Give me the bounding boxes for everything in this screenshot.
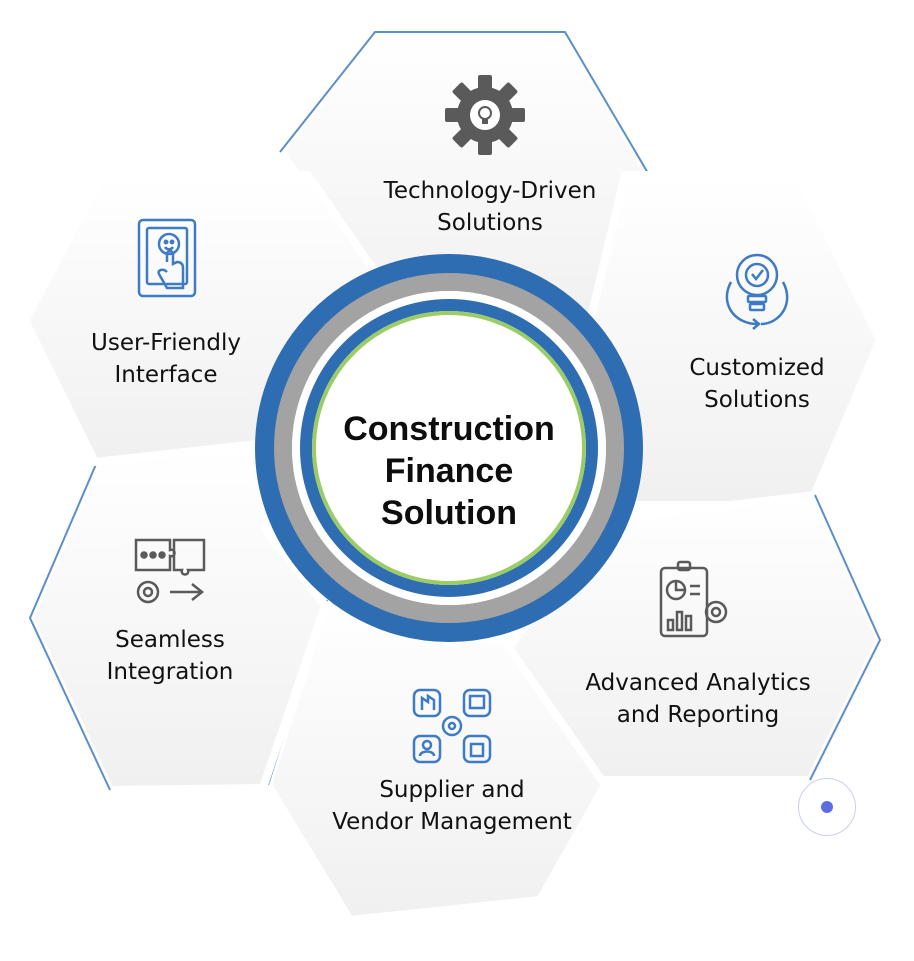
puzzle-gear-icon bbox=[134, 538, 206, 604]
center-title-line3: Solution bbox=[381, 494, 517, 532]
carousel-dot-button[interactable] bbox=[798, 778, 856, 836]
gray-ring bbox=[274, 273, 624, 623]
label-userfriendly-line1: User-Friendly bbox=[91, 330, 241, 356]
label-technology-line1: Technology-Driven bbox=[383, 178, 597, 204]
label-userfriendly: User-Friendly Interface bbox=[56, 327, 276, 391]
inner-blue-ring bbox=[300, 299, 598, 597]
bulb-refresh-icon bbox=[725, 253, 789, 330]
gear-lightbulb-icon bbox=[445, 75, 525, 155]
label-supplier-line2: Vendor Management bbox=[332, 809, 572, 835]
center-title-line1: Construction bbox=[343, 410, 555, 448]
white-gap bbox=[292, 291, 606, 605]
label-customized-line2: Solutions bbox=[704, 387, 810, 413]
supply-network-icon bbox=[412, 688, 492, 764]
label-supplier-line1: Supplier and bbox=[379, 777, 525, 803]
label-integration: Seamless Integration bbox=[70, 624, 270, 688]
center-title-line2: Finance bbox=[384, 452, 514, 490]
label-customized-line1: Customized bbox=[689, 355, 825, 381]
green-ring bbox=[312, 311, 586, 585]
label-supplier: Supplier and Vendor Management bbox=[300, 774, 604, 838]
label-analytics-line2: and Reporting bbox=[616, 702, 780, 728]
touch-screen-icon bbox=[137, 218, 197, 298]
hex-technology-edge bbox=[279, 31, 656, 186]
label-analytics-line1: Advanced Analytics bbox=[585, 670, 811, 696]
label-technology-line2: Solutions bbox=[437, 210, 543, 236]
label-integration-line1: Seamless bbox=[115, 627, 225, 653]
label-customized: Customized Solutions bbox=[652, 352, 862, 416]
active-dot-icon bbox=[821, 801, 833, 813]
label-technology: Technology-Driven Solutions bbox=[340, 175, 640, 239]
label-integration-line2: Integration bbox=[106, 659, 234, 685]
hex-integration-edge bbox=[28, 447, 111, 791]
center-title: Construction Finance Solution bbox=[314, 408, 584, 534]
label-analytics: Advanced Analytics and Reporting bbox=[550, 667, 846, 731]
label-userfriendly-line2: Interface bbox=[114, 362, 218, 388]
report-chart-gear-icon bbox=[659, 560, 728, 638]
hex-analytics-edge bbox=[809, 494, 882, 781]
